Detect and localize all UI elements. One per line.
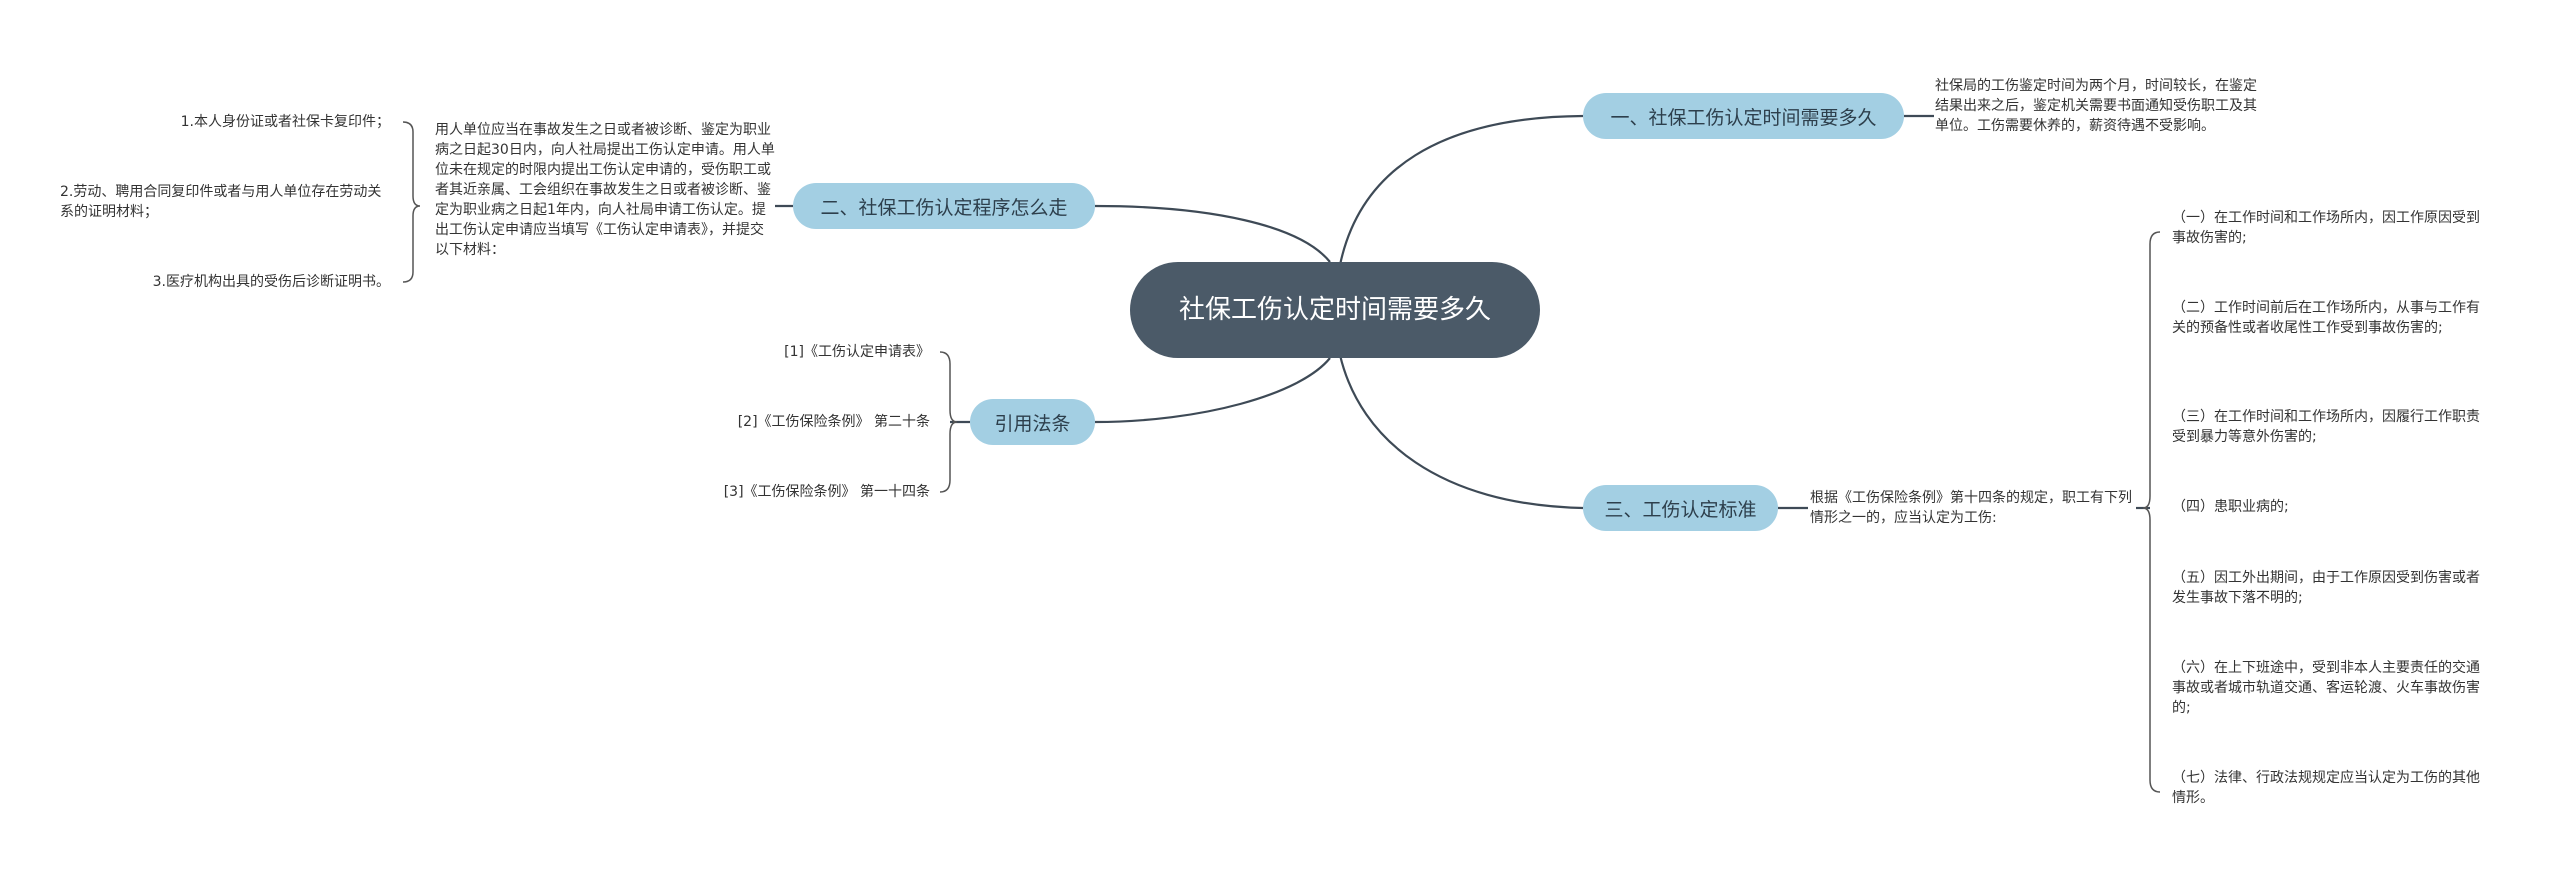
topic-standards-detail: 根据《工伤保险条例》第十四条的规定，职工有下列情形之一的，应当认定为工伤: xyxy=(1810,490,2132,526)
topic-procedure-detail: 用人单位应当在事故发生之日或者被诊断、鉴定为职业病之日起30日内，向人社局提出工… xyxy=(435,122,775,258)
procedure-item-3: 3.医疗机构出具的受伤后诊断证明书。 xyxy=(152,274,390,290)
central-topic-label: 社保工伤认定时间需要多久 xyxy=(1178,295,1491,325)
reference-item-2: [2]《工伤保险条例》 第二十条 xyxy=(737,414,930,430)
topic-standards[interactable]: 三、工伤认定标准 xyxy=(1583,485,1778,531)
reference-item-1: [1]《工伤认定申请表》 xyxy=(784,344,930,360)
procedure-item-1: 1.本人身份证或者社保卡复印件； xyxy=(180,114,390,130)
standard-item-6: （六）在上下班途中，受到非本人主要责任的交通事故或者城市轨道交通、客运轮渡、火车… xyxy=(2172,660,2480,716)
standard-item-7: （七）法律、行政法规规定应当认定为工伤的其他情形。 xyxy=(2172,770,2480,806)
topic-approval-time[interactable]: 一、社保工伤认定时间需要多久 xyxy=(1583,93,1904,139)
topic-references-label: 引用法条 xyxy=(994,412,1071,435)
reference-item-3: [3]《工伤保险条例》 第一十四条 xyxy=(723,484,930,500)
topic-procedure-label: 二、社保工伤认定程序怎么走 xyxy=(820,196,1068,219)
standard-item-3: （三）在工作时间和工作场所内，因履行工作职责受到暴力等意外伤害的; xyxy=(2172,409,2480,445)
standard-item-5: （五）因工外出期间，由于工作原因受到伤害或者发生事故下落不明的; xyxy=(2172,570,2480,606)
standard-item-4: （四）患职业病的; xyxy=(2172,499,2289,515)
central-topic[interactable]: 社保工伤认定时间需要多久 xyxy=(1130,262,1540,358)
procedure-item-2: 2.劳动、聘用合同复印件或者与用人单位存在劳动关系的证明材料； xyxy=(60,184,382,220)
standard-item-2: （二）工作时间前后在工作场所内，从事与工作有关的预备性或者收尾性工作受到事故伤害… xyxy=(2172,300,2480,336)
topic-approval-time-detail: 社保局的工伤鉴定时间为两个月，时间较长，在鉴定结果出来之后，鉴定机关需要书面通知… xyxy=(1935,78,2257,134)
topic-references[interactable]: 引用法条 xyxy=(970,399,1095,445)
topic-approval-time-label: 一、社保工伤认定时间需要多久 xyxy=(1610,106,1877,129)
standard-item-1: （一）在工作时间和工作场所内，因工作原因受到事故伤害的; xyxy=(2172,210,2480,246)
topic-standards-label: 三、工伤认定标准 xyxy=(1604,498,1757,521)
topic-procedure[interactable]: 二、社保工伤认定程序怎么走 xyxy=(793,183,1095,229)
